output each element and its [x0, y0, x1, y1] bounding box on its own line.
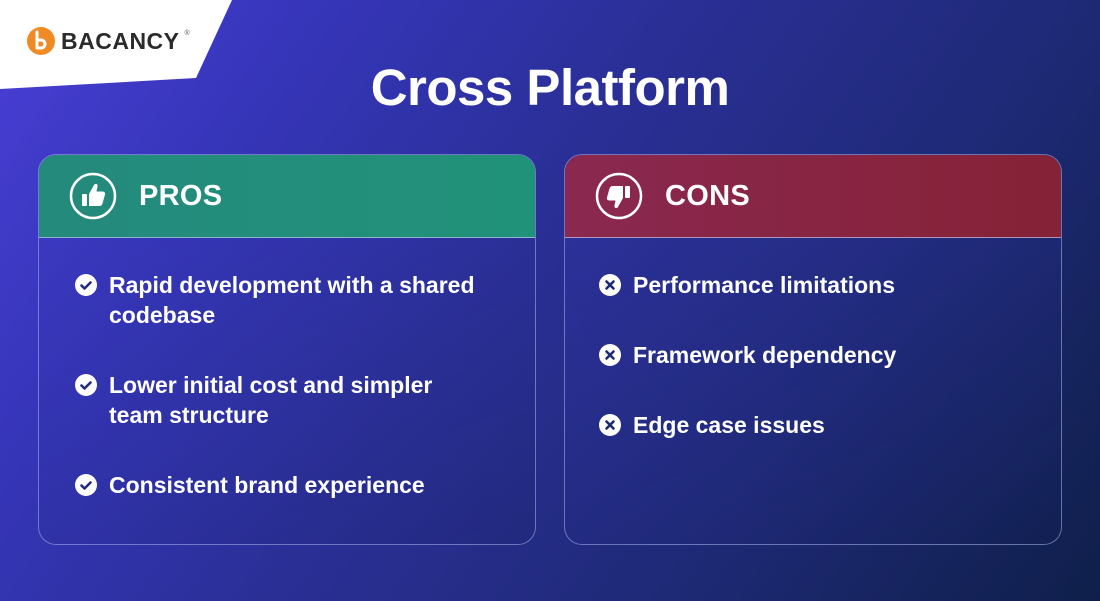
- brand-name: BACANCY: [61, 27, 180, 54]
- bacancy-logo-icon: [27, 27, 55, 55]
- cons-item: Performance limitations: [599, 270, 1061, 300]
- cons-item: Edge case issues: [599, 410, 1061, 440]
- check-circle-icon: [75, 274, 97, 296]
- thumbs-up-icon: [69, 172, 117, 220]
- cons-item: Framework dependency: [599, 340, 1061, 370]
- pros-card: PROS Rapid development with a shared cod…: [38, 154, 536, 545]
- brand-logo: BACANCY ®: [26, 26, 190, 56]
- pros-item: Lower initial cost and simpler team stru…: [75, 370, 535, 430]
- x-circle-icon: [599, 414, 621, 436]
- thumbs-down-icon: [595, 172, 643, 220]
- pros-label: PROS: [139, 179, 223, 212]
- cons-list: Performance limitations Framework depend…: [565, 238, 1061, 440]
- pros-item-text: Lower initial cost and simpler team stru…: [109, 372, 433, 428]
- pros-list: Rapid development with a shared codebase…: [39, 238, 535, 500]
- x-circle-icon: [599, 344, 621, 366]
- pros-item-text: Consistent brand experience: [109, 472, 425, 498]
- cons-item-text: Framework dependency: [633, 342, 897, 368]
- cons-item-text: Edge case issues: [633, 412, 825, 438]
- pros-header: PROS: [39, 155, 535, 238]
- pros-item-text: Rapid development with a shared codebase: [109, 272, 475, 328]
- check-circle-icon: [75, 374, 97, 396]
- pros-item: Rapid development with a shared codebase: [75, 270, 535, 330]
- pros-item: Consistent brand experience: [75, 470, 535, 500]
- x-circle-icon: [599, 274, 621, 296]
- cons-header: CONS: [565, 155, 1061, 238]
- page-title: Cross Platform: [370, 59, 730, 116]
- cons-card: CONS Performance limitations Framework d…: [564, 154, 1062, 545]
- cons-item-text: Performance limitations: [633, 272, 896, 298]
- cons-label: CONS: [665, 179, 750, 212]
- check-circle-icon: [75, 474, 97, 496]
- registered-mark: ®: [184, 29, 190, 37]
